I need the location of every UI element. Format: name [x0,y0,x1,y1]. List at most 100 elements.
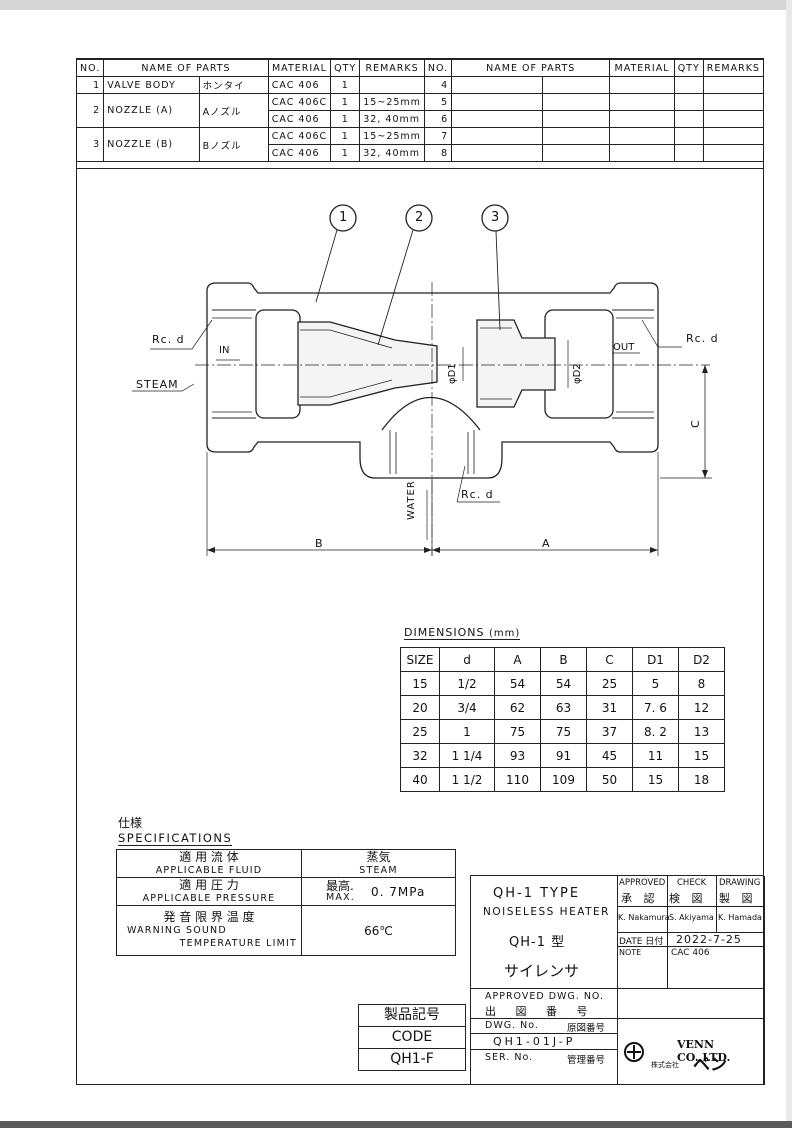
parts-table: NO. NAME OF PARTS MATERIAL QTY REMARKS N… [75,59,765,162]
spec-pressure-value: 最高. MAX. 0. 7MPa [301,877,456,906]
dim-cell: 15 [632,767,679,792]
dim-cell: 1/2 [439,671,495,696]
tb-company-jp: ベン [693,1055,727,1075]
tb-rule [617,932,765,933]
nozzle-a [297,321,438,406]
tb-type-jp: QH-1 型 [509,935,566,950]
dim-cell: 15 [400,671,440,696]
dim-cell: 31 [586,695,633,720]
spec-max-jp: 最高. [326,878,354,893]
dimensions-title: DIMENSIONS (mm) [404,626,521,640]
spec-temp-jp: 発 音 限 界 温 度 [163,910,255,924]
dim-cell: 45 [586,743,633,768]
dim-header: D2 [678,647,725,672]
tb-rule [617,1018,765,1019]
row3-name-jp: Bノズル [198,127,269,162]
tb-note-label: NOTE [619,948,642,957]
tb-divider [667,932,668,988]
dim-cell: 11 [632,743,679,768]
tb-drawn-by: K. Hamada [718,913,762,922]
table-row: CAC 406 1 32, 40mm 8 [77,144,765,162]
dim-cell: 91 [540,743,587,768]
dim-cell: 15 [678,743,725,768]
dim-a-label: A [542,537,550,550]
specifications-table: 適 用 流 体 APPLICABLE FLUID 蒸気 STEAM 適 用 圧 … [116,849,456,956]
dim-cell: 110 [494,767,541,792]
spec-title-en: SPECIFICATIONS [118,831,233,846]
spec-max-en: MAX. [326,891,356,903]
window-top-bar [0,0,792,10]
dim-cell: 50 [586,767,633,792]
dim-cell: 37 [586,719,633,744]
table-row: 3 NOZZLE (B) Bノズル CAC 406C 1 15~25mm 7 [75,127,765,162]
dim-cell: 20 [400,695,440,720]
nozzle-b [476,319,556,408]
tb-company-prefix: 株式会社 [651,1061,679,1069]
spec-row-temp: 発 音 限 界 温 度 WARNING SOUND TEMPERATURE LI… [116,905,456,956]
tb-dwg-no-label: DWG. No. [485,1020,539,1031]
spec-title-jp: 仕様 [118,816,143,830]
water-label: WATER [406,480,417,520]
tb-date-label: DATE 日付 [619,937,664,947]
dim-cell: 75 [494,719,541,744]
tb-dwg-no-jp: 原図番号 [567,1023,606,1034]
tb-approved-dwg-jp: 出 図 番 号 [485,1005,596,1018]
tb-divider [667,876,668,932]
rc-left-label: Rc. d [152,333,185,346]
dim-header: A [494,647,541,672]
code-label-en: CODE [359,1027,465,1049]
tb-divider [716,876,717,932]
dim-header: C [586,647,633,672]
dim-cell: 18 [678,767,725,792]
dim-cell: 75 [540,719,587,744]
rc-right-label: Rc. d [686,332,719,345]
tb-rule [471,988,765,989]
dim-cell: 12 [678,695,725,720]
dim-cell: 40 [400,767,440,792]
dim-header: D1 [632,647,679,672]
tb-company: VENN CO.,LTD. [677,1038,731,1064]
spec-temp-en1: WARNING SOUND [127,925,227,936]
drawing-sheet-border [76,58,764,1085]
dim-cell: 93 [494,743,541,768]
row3-no: 3 [75,127,105,162]
tb-approved-jp: 承 認 [621,892,659,905]
tb-rule [617,906,765,907]
empty-cell [702,144,765,162]
out-label: OUT [613,342,635,353]
tb-date: 2022-7-25 [676,933,742,946]
balloon-1 [329,204,357,232]
dim-cell: 8 [678,671,725,696]
tb-dwg-no: QH1-01J-P [493,1035,576,1048]
tb-rule [471,1033,617,1034]
dim-header: B [540,647,587,672]
valve-body-outline [206,282,659,479]
in-label: IN [219,345,230,356]
spec-temp-label: 発 音 限 界 温 度 WARNING SOUND TEMPERATURE LI… [116,905,302,956]
row2-name: NOZZLE (A) [103,93,200,128]
spec-fluid-jp: 適 用 流 体 [179,849,239,864]
dim-cell: 1 1/2 [439,767,495,792]
balloon-2 [405,204,433,232]
dim-cell: 32 [400,743,440,768]
spec-pressure-val: 0. 7MPa [371,884,426,899]
left-insert [255,309,301,419]
spec-fluid-val-en: STEAM [359,864,398,876]
row3-name: NOZZLE (B) [103,127,200,162]
tb-subtitle: NOISELESS HEATER [483,906,610,918]
row8-no: 8 [423,144,453,162]
spec-temp-value: 66℃ [301,905,456,956]
dim-cell: 3/4 [439,695,495,720]
spec-temp-en2: TEMPERATURE LIMIT [179,938,297,949]
code-label-jp: 製品記号 [359,1005,465,1027]
tb-type: QH-1 TYPE [493,886,581,901]
dim-cell: 13 [678,719,725,744]
dim-cell: 25 [586,671,633,696]
dimensions-unit: (mm) [488,628,521,639]
tb-name-jp: サイレンサ [504,962,580,980]
water-chamber [381,396,481,431]
row3-material-2: CAC 406 [267,144,332,162]
